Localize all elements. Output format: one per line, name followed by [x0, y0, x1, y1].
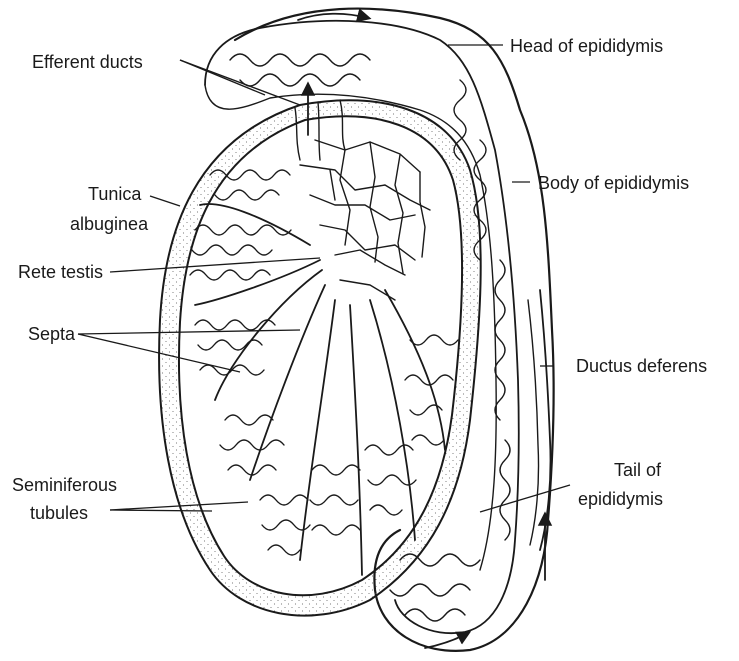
label-tail-of-epididymis-line2: epididymis	[578, 489, 663, 509]
label-efferent-ducts: Efferent ducts	[32, 52, 143, 72]
flow-arrow-bottom	[425, 633, 468, 648]
rete-testis-network	[300, 140, 430, 300]
seminiferous-tubules	[190, 170, 458, 555]
label-rete-testis: Rete testis	[18, 262, 103, 282]
tunica-albuginea	[159, 100, 481, 615]
label-tunica-albuginea-line1: Tunica	[88, 184, 142, 204]
label-seminiferous-tubules-line1: Seminiferous	[12, 475, 117, 495]
label-tunica-albuginea-line2: albuginea	[70, 214, 149, 234]
label-septa: Septa	[28, 324, 76, 344]
label-head-of-epididymis: Head of epididymis	[510, 36, 663, 56]
label-seminiferous-tubules-line2: tubules	[30, 503, 88, 523]
septa-group	[195, 204, 445, 575]
label-body-of-epididymis: Body of epididymis	[538, 173, 689, 193]
ductus-deferens-inner	[528, 300, 539, 545]
flow-arrow-top	[298, 14, 368, 20]
label-tail-of-epididymis-line1: Tail of	[614, 460, 662, 480]
label-ductus-deferens: Ductus deferens	[576, 356, 707, 376]
